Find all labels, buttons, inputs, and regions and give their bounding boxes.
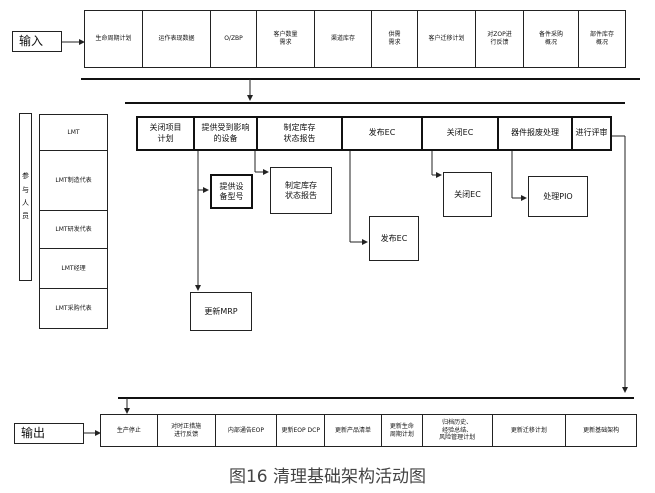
participants-label-char: 员 [22,212,29,221]
participant-item: LMT研发代表 [40,211,107,249]
process-step: 关闭EC [423,118,499,149]
participant-item: LMT制造代表 [40,151,107,211]
output-item: 更新产品清单 [325,415,382,446]
input-label: 输入 [12,31,62,52]
input-row: 生命周期计划 运作表现数据 O/ZBP 客户数量 需求 渠道库存 供需 需求 客… [84,10,626,68]
input-item: 渠道库存 [315,11,372,67]
participant-item: LMT采购代表 [55,304,92,312]
input-item: 部件库存 概况 [589,31,614,46]
pio-box: 处理PIO [528,176,588,217]
input-item: 客户迁移计划 [418,11,476,67]
output-item: 归档历史、 经验总结、 风险管理计划 [423,415,493,446]
output-item: 对时正措施 进行反馈 [158,415,216,446]
device-model-box: 提供设 备型号 [210,174,253,209]
participants-label-char: 人 [22,199,29,207]
input-item: 对ZOP进 行反馈 [476,11,524,67]
process-steps-row: 关闭项目 计划 提供受到影响 的设备 制定库存 状态报告 发布EC 关闭EC 器… [136,116,612,151]
process-step: 进行评审 [575,128,608,138]
input-item: 备件采购 概况 [524,11,579,67]
participant-item: LMT经理 [40,249,107,289]
input-item: 运作表现数据 [143,11,211,67]
participants-label-char: 与 [22,185,29,194]
close-ec-box: 关闭EC [443,172,492,217]
output-label: 输出 [14,423,84,444]
process-step: 制定库存 状态报告 [258,118,343,149]
input-item: O/ZBP [211,11,257,67]
figure-caption: 图16 清理基础架构活动图 [228,467,427,487]
input-item: 生命周期计划 [85,11,143,67]
participants-label-char: 参 [22,172,29,181]
input-item: 客户数量 需求 [257,11,315,67]
participant-item: LMT [40,115,107,151]
process-step: 关闭项目 计划 [138,118,195,149]
output-item: 更新EOP DCP [277,415,326,446]
output-item: 更新基础架构 [583,426,620,434]
participants-list: LMT LMT制造代表 LMT研发代表 LMT经理 LMT采购代表 [39,114,108,329]
output-item: 更新生命 周期计划 [382,415,423,446]
output-item: 生产停止 [101,415,158,446]
input-item: 供需 需求 [372,11,418,67]
process-step: 提供受到影响 的设备 [195,118,258,149]
update-mrp-box: 更新MRP [190,292,252,331]
output-row: 生产停止 对时正措施 进行反馈 内部通告EOP 更新EOP DCP 更新产品清单… [100,414,637,447]
inventory-report-box: 制定库存 状态报告 [270,167,332,214]
process-step: 器件报废处理 [499,118,573,149]
output-item: 更新迁移计划 [493,415,567,446]
process-step: 发布EC [343,118,423,149]
output-item: 内部通告EOP [216,415,278,446]
participants-label: 参 与 人 员 [19,113,32,281]
release-ec-box: 发布EC [369,216,419,261]
